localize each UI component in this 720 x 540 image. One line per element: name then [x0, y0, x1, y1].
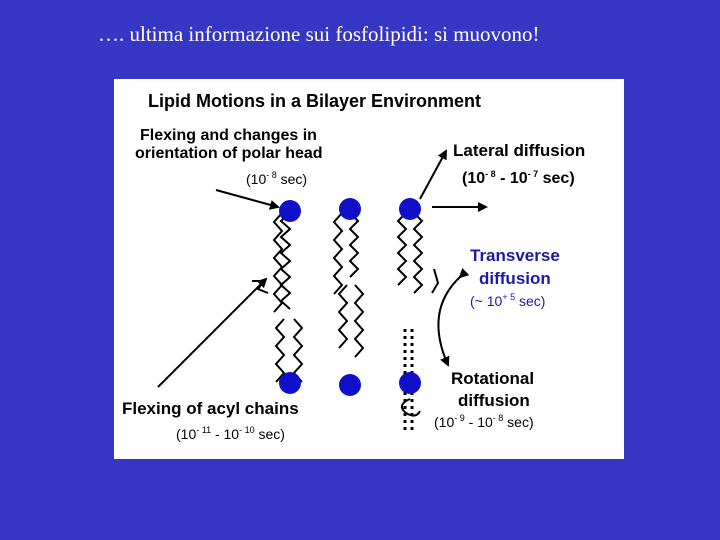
rotation-arrow	[400, 398, 421, 417]
lateral-diffusion-time: (10- 8 - 10- 7 sec)	[462, 169, 575, 187]
acyl-flex-arrow	[157, 277, 268, 388]
head-top-1	[279, 200, 301, 222]
transverse-arrow	[437, 267, 470, 367]
head-top-2	[339, 198, 361, 220]
transverse-diffusion-line2: diffusion	[479, 269, 551, 288]
slide-title: …. ultima informazione sui fosfolipidi: …	[98, 22, 540, 46]
acyl-flex-label: Flexing of acyl chains	[122, 399, 299, 418]
bilayer-illustration	[157, 149, 488, 434]
rotational-diffusion-time: (10- 9 - 10- 8 sec)	[434, 413, 534, 430]
head-bottom-2	[339, 374, 361, 396]
head-flex-time: (10- 8 sec)	[246, 170, 308, 187]
lipid-heads	[279, 198, 421, 396]
rotational-diffusion-line1: Rotational	[451, 369, 535, 388]
acyl-flex-time: (10- 11 - 10- 10 sec)	[176, 425, 285, 442]
diagram-title: Lipid Motions in a Bilayer Environment	[148, 91, 482, 111]
diagram-panel: Lipid Motions in a Bilayer Environment F…	[114, 79, 624, 459]
head-flex-label-line2: orientation of polar head	[135, 145, 323, 162]
rotational-diffusion-line2: diffusion	[458, 391, 530, 410]
transverse-diffusion-line1: Transverse	[470, 246, 560, 265]
transverse-diffusion-time: (~ 10+ 5 sec)	[470, 292, 546, 309]
head-flex-arrow	[215, 189, 280, 210]
head-flex-label-line1: Flexing and changes in	[140, 127, 317, 144]
head-top-3	[399, 198, 421, 220]
head-bottom-1	[279, 372, 301, 394]
acyl-chains	[252, 212, 440, 383]
lateral-diffusion-label: Lateral diffusion	[453, 141, 586, 160]
lateral-up-arrow	[419, 149, 447, 200]
head-bottom-3	[399, 372, 421, 394]
